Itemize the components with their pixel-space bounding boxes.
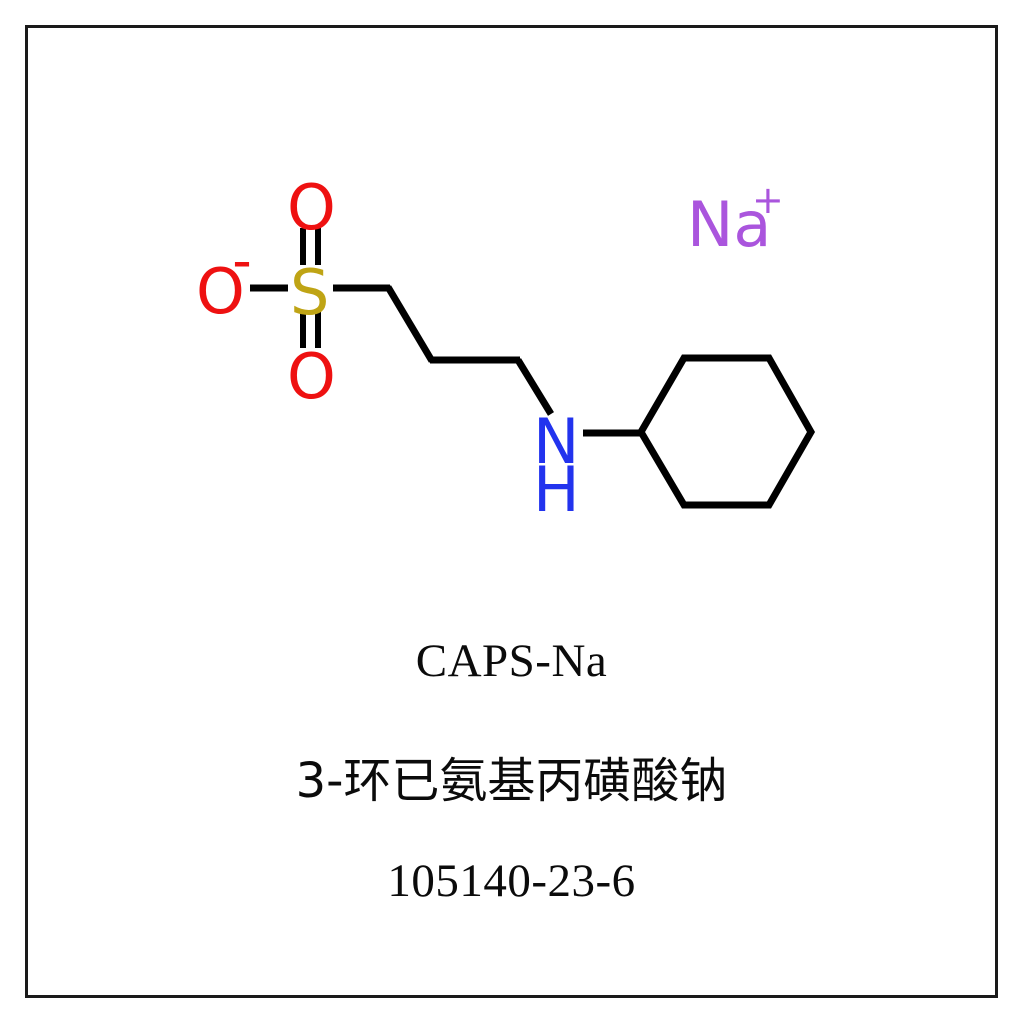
- nitrogen-label: N: [533, 405, 580, 478]
- oxygen-anion-charge-label: –: [233, 242, 251, 283]
- caption-abbreviation: CAPS-Na: [415, 635, 608, 687]
- cyclohexane-ring: [636, 354, 816, 509]
- bond-chain-c3-nitrogen: [515, 358, 554, 416]
- caption-chinese-name: 3-环已氨基丙磺酸钠: [295, 753, 728, 809]
- sulfur-label: S: [290, 256, 330, 329]
- oxygen-bottom-label: O: [287, 340, 336, 413]
- cyclohexane-hexagon: [636, 354, 816, 509]
- nitrogen-hydrogen-label: H: [533, 453, 580, 526]
- oxygen-top-label: O: [287, 171, 336, 244]
- sodium-label: Na: [687, 188, 772, 261]
- sulfonyl-double-bond-bottom: [300, 311, 321, 348]
- bond-lines: [250, 284, 644, 437]
- caption-cas-number: 105140-23-6: [387, 855, 636, 907]
- figure-border-frame: [25, 25, 998, 998]
- oxygen-anion-label: O: [196, 255, 245, 328]
- sodium-charge-label: +: [752, 178, 784, 222]
- bond-chain-c1-c2: [384, 285, 436, 363]
- sulfonyl-double-bond-top: [300, 228, 321, 265]
